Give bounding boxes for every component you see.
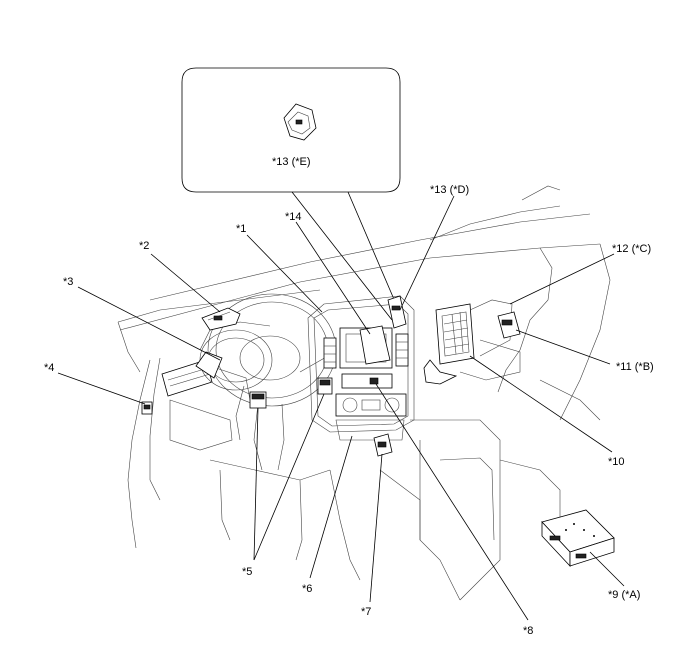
callout-13d: *13 (*D) — [430, 184, 469, 196]
callout-7: *7 — [361, 606, 371, 618]
part-2 — [201, 307, 241, 331]
dashboard-body — [117, 185, 611, 601]
callout-6: *6 — [302, 583, 312, 595]
steering-wheel — [207, 293, 337, 471]
callout-11: *11 (*B) — [616, 361, 654, 373]
callout-3: *3 — [63, 276, 73, 288]
callout-9: *9 (*A) — [608, 589, 640, 601]
part-11 — [497, 311, 521, 339]
callout-10: *10 — [608, 456, 625, 468]
instrument-cluster — [195, 321, 273, 391]
callout-12: *12 (*C) — [612, 243, 651, 255]
part-4 — [141, 401, 153, 415]
inset-part-13e — [283, 103, 317, 141]
part-7 — [373, 433, 393, 457]
part-10 — [435, 299, 513, 365]
callout-8: *8 — [523, 625, 533, 637]
callout-1: *1 — [236, 223, 246, 235]
callout-13e: *13 (*E) — [272, 156, 311, 168]
callout-5: *5 — [242, 566, 252, 578]
center-stack — [307, 295, 415, 441]
part-9 — [541, 509, 615, 568]
callout-labels: *1 *2 *3 *4 *5 *6 *7 *8 *9 (*A) *10 *11 … — [44, 184, 654, 637]
callout-14: *14 — [285, 211, 302, 223]
leader-lines — [57, 195, 625, 621]
callout-2: *2 — [139, 240, 149, 252]
callout-4: *4 — [44, 362, 54, 374]
detail-inset: *13 (*E) — [181, 67, 403, 321]
